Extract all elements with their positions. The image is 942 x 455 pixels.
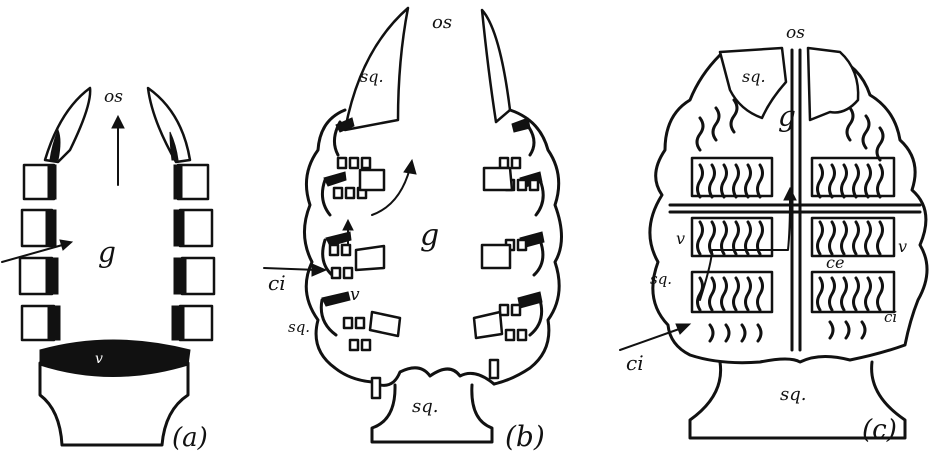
panel-b-label-ci: ci [268, 271, 286, 295]
panel-c: os sq. g v sq. ce v ci ci sq. (c) [620, 23, 927, 445]
panel-a-right-block-3-shade [174, 258, 186, 294]
panel-b-label-sq-side: sq. [288, 318, 310, 336]
panel-a-right-tip [148, 88, 190, 162]
panel-b-caption: (b) [505, 420, 545, 453]
panel-b-label-g: g [420, 218, 439, 253]
panel-a-v-layer [40, 340, 190, 377]
panel-c-label-ci-arrow: ci [626, 351, 644, 375]
panel-b-left-pore-10 [344, 268, 352, 278]
panel-a-right-block-2 [180, 210, 212, 246]
panel-a-left-block-1-shade [48, 165, 56, 199]
panel-a-caption: (a) [172, 423, 208, 453]
panel-b-left-pore-13 [350, 340, 358, 350]
panel-b-bottom-edge [372, 368, 494, 386]
panel-b-curved-arrow-head [404, 160, 416, 174]
panel-b-label-sq-base: sq. [412, 396, 438, 417]
panel-b-inner-block-6 [474, 312, 502, 338]
panel-a-right-block-2-shade [174, 210, 184, 246]
panel-b-right-pore-10 [506, 330, 514, 340]
panel-a-left-block-3-shade [46, 258, 58, 294]
panel-a-inflow-arrow-head [60, 240, 72, 250]
panel-c-flow-arrow-head [784, 188, 796, 200]
panel-a-label-v: v [95, 351, 103, 367]
panel-a-label-os: os [104, 87, 123, 107]
panel-c-label-v-right: v [898, 237, 907, 256]
panel-b-inner-block-1 [360, 170, 384, 190]
panel-b-right-pore-11 [518, 330, 526, 340]
panel-b-left-pore-14 [362, 340, 370, 350]
panel-b-right-pore-4 [518, 180, 526, 190]
panel-b-left-pore-8 [342, 245, 350, 255]
panel-b-left-pore-2 [350, 158, 358, 168]
panel-b-left-pore-5 [346, 188, 354, 198]
panel-c-label-g: g [778, 100, 796, 133]
panel-c-ci-arrow-head [676, 324, 690, 334]
panel-c-label-v-left: v [676, 229, 685, 248]
panel-b-left-pore-7 [330, 245, 338, 255]
panel-b-label-v: v [350, 285, 360, 305]
panel-b-right-pore-9 [512, 305, 520, 315]
panel-a-up-arrow-head [112, 116, 124, 128]
panel-c-horizontal-channel [670, 205, 920, 212]
panel-c-label-os: os [786, 23, 805, 43]
panel-c-label-ce: ce [826, 253, 844, 272]
panel-c-label-sq-top: sq. [742, 67, 766, 86]
panel-b-right-pore-2 [512, 158, 520, 168]
panel-b-left-pore-12 [356, 318, 364, 328]
panel-c-label-ci-right: ci [884, 308, 897, 326]
panel-c-label-sq-base: sq. [780, 384, 806, 405]
panel-b-right-pore-5 [530, 180, 538, 190]
panel-b-label-os: os [432, 12, 452, 33]
panel-b-inner-block-5 [482, 245, 510, 268]
panel-a-right-block-4 [180, 306, 212, 340]
panel-b-inner-block-4 [484, 168, 512, 190]
panel-b-left-pore-4 [334, 188, 342, 198]
panel-b-left-pore-3 [362, 158, 370, 168]
panel-b-inner-block-2 [356, 246, 384, 270]
panel-b: os sq. g ci v sq. sq. (b) [264, 8, 562, 453]
panel-b-left-pore-9 [332, 268, 340, 278]
panel-a-label-g: g [98, 236, 116, 269]
panel-b-right-pore-7 [518, 240, 526, 250]
panel-a-right-block-3 [182, 258, 214, 294]
panel-c-canals-bottom [710, 322, 865, 341]
panel-a: os g v (a) [2, 87, 214, 453]
panel-b-small-up-arrow-head [343, 220, 353, 230]
panel-b-bottom-pore [372, 378, 380, 398]
panel-b-label-sq-top: sq. [360, 67, 384, 86]
panel-b-right-pore-1 [500, 158, 508, 168]
panel-a-left-block-2-shade [46, 210, 56, 246]
panel-b-left-pore-1 [338, 158, 346, 168]
panel-a-left-block-4-shade [48, 306, 60, 340]
panel-b-right-pore-12 [490, 360, 498, 378]
panel-b-right-spike [482, 10, 510, 122]
panel-c-caption: (c) [862, 415, 897, 445]
panel-b-left-pore-11 [344, 318, 352, 328]
panel-b-inner-block-3 [370, 312, 400, 336]
panel-a-right-block-1-shade [174, 165, 182, 199]
panel-a-right-block-4-shade [172, 306, 184, 340]
panel-c-label-sq-left: sq. [650, 270, 672, 288]
